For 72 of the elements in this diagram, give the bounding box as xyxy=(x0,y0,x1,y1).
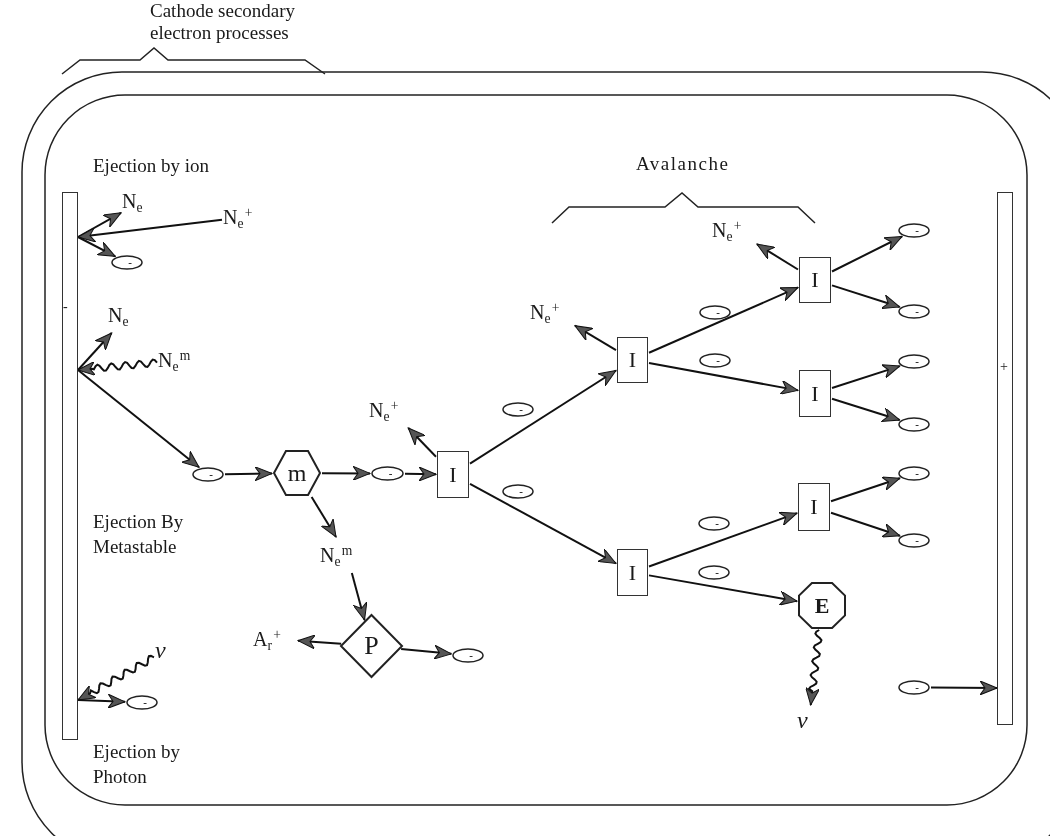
arrow xyxy=(77,369,200,469)
arrow xyxy=(77,218,223,243)
electron-ellipse: - xyxy=(452,648,484,663)
arrow xyxy=(830,476,901,503)
ionization-box: I xyxy=(799,370,831,417)
ionization-box: I xyxy=(437,451,469,498)
arrow xyxy=(321,465,371,481)
electron-ellipse: - xyxy=(192,467,224,482)
heading-text: Cathode secondary electron processes xyxy=(150,0,297,44)
anode-bar xyxy=(997,192,1013,725)
wavy-arrow xyxy=(805,629,823,706)
arrow xyxy=(830,511,901,538)
electron-ellipse: - xyxy=(111,255,143,270)
ionization-box: I xyxy=(798,483,830,531)
arrow xyxy=(831,364,901,389)
electron-ellipse: - xyxy=(698,565,730,580)
ionization-box: I xyxy=(617,337,648,383)
electron-ellipse: - xyxy=(898,680,930,695)
electron-ellipse: - xyxy=(898,533,930,548)
arrow xyxy=(400,644,453,660)
electron-ellipse: - xyxy=(898,223,930,238)
arrow xyxy=(407,427,437,458)
electron-ellipse: - xyxy=(898,466,930,481)
polarity-sign: + xyxy=(1000,360,1008,374)
process-label: Avalanche xyxy=(636,152,730,176)
arrow xyxy=(469,369,617,465)
electron-ellipse: - xyxy=(502,484,534,499)
particle-label: N$_{e}$ xyxy=(122,186,162,216)
arrow xyxy=(77,693,127,709)
arrow xyxy=(310,496,337,538)
ionization-box: I xyxy=(617,549,648,596)
arrow xyxy=(648,511,798,568)
electron-ellipse: - xyxy=(699,305,731,320)
excitation-octagon: E xyxy=(798,582,846,629)
arrow xyxy=(404,466,437,482)
electron-ellipse: - xyxy=(898,417,930,432)
photon-label: ν xyxy=(155,636,179,664)
arrow xyxy=(648,286,799,354)
polarity-sign: - xyxy=(63,300,68,314)
arrow xyxy=(297,634,343,650)
arrow xyxy=(574,324,617,352)
arrow xyxy=(648,574,798,606)
wavy-arrow xyxy=(77,654,155,701)
electron-ellipse: - xyxy=(502,402,534,417)
arrow xyxy=(756,243,799,271)
wavy-arrow xyxy=(77,358,158,376)
arrow xyxy=(831,397,901,423)
electron-ellipse: - xyxy=(126,695,158,710)
electron-ellipse: - xyxy=(898,354,930,369)
particle-label: N$_{e}$ xyxy=(108,298,148,332)
arrow xyxy=(77,211,122,238)
electron-ellipse: - xyxy=(698,516,730,531)
ionization-box: I xyxy=(799,257,831,303)
photon-label: ν xyxy=(797,706,821,734)
arrow xyxy=(77,332,113,371)
arrow xyxy=(350,572,368,622)
arrow xyxy=(831,284,901,309)
arrow xyxy=(930,680,998,696)
arrow xyxy=(224,466,273,482)
process-label: Ejection By Metastable xyxy=(93,510,185,559)
penning-diamond: P xyxy=(340,614,403,678)
arrow xyxy=(469,482,617,565)
metastable-hexagon: m xyxy=(273,450,321,496)
cathode-bar xyxy=(62,192,78,740)
process-label: Ejection by Photon xyxy=(93,740,182,789)
arrow xyxy=(648,362,799,395)
arrow xyxy=(831,235,903,273)
arrow xyxy=(77,236,117,258)
process-label: Ejection by ion xyxy=(93,154,210,178)
electron-ellipse: - xyxy=(898,304,930,319)
electron-ellipse: - xyxy=(699,353,731,368)
electron-ellipse: - xyxy=(371,466,404,481)
